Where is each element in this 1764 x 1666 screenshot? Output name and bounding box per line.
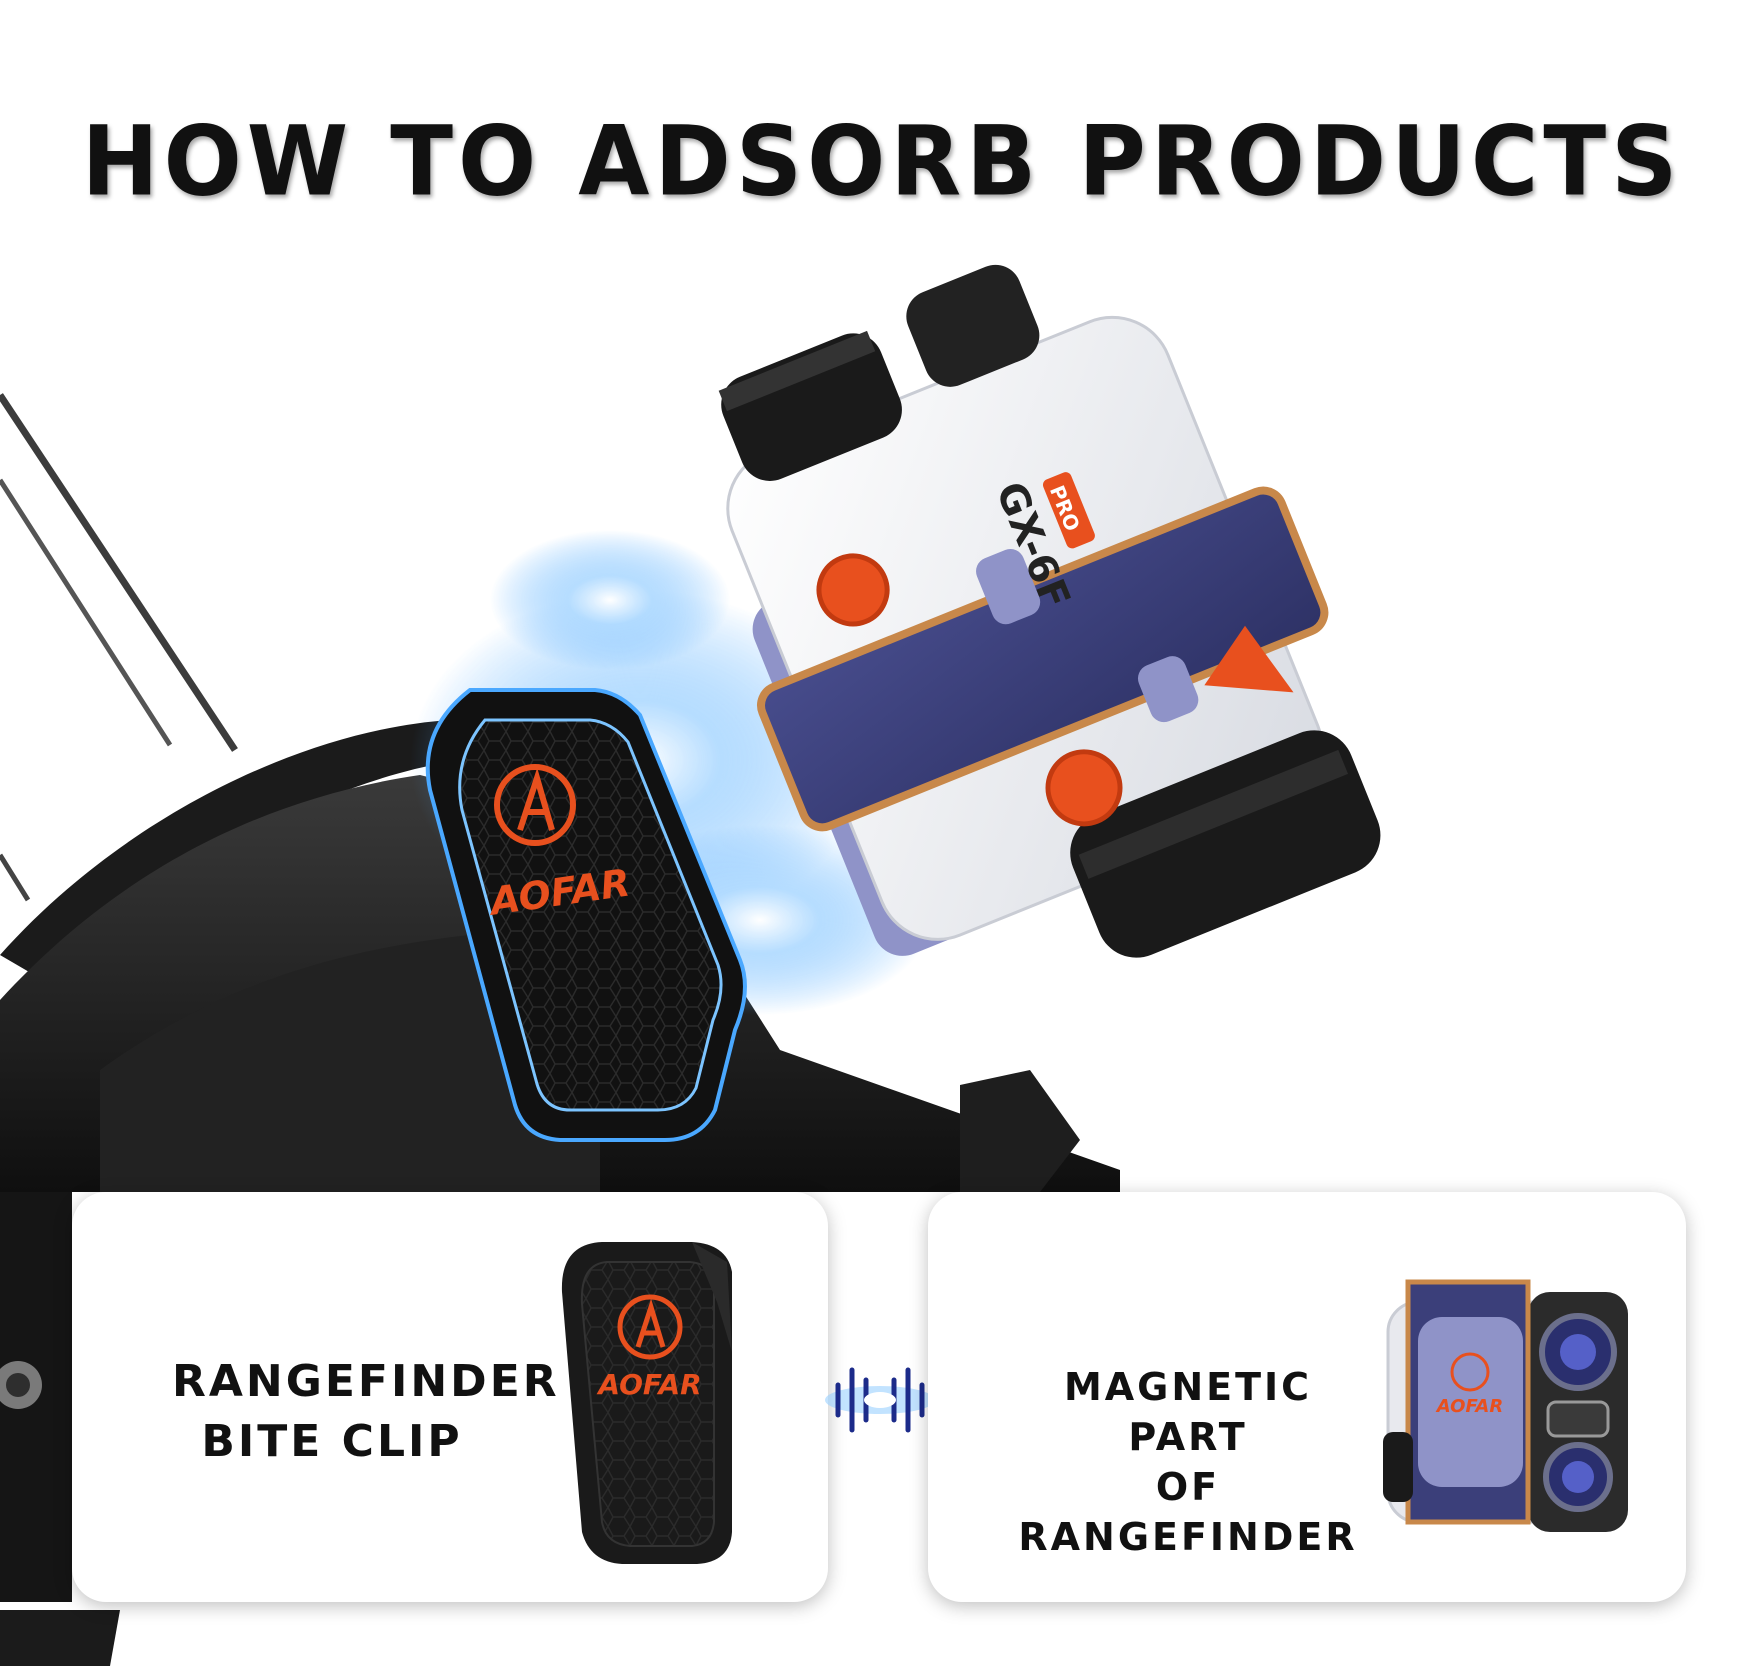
cart-rails <box>0 393 238 902</box>
bite-clip-image: AOFAR <box>561 1242 732 1564</box>
magnetic-connector-icon <box>825 1367 935 1433</box>
rangefinder-device: GX-6F PRO <box>718 264 1381 958</box>
card-bite-clip: RANGEFINDER BITE CLIP AOFAR <box>72 1192 828 1602</box>
card-magnetic-part: MAGNETIC PART OF RANGEFINDER AOFAR <box>928 1192 1686 1602</box>
magnetic-part-brand-text: AOFAR <box>1435 1396 1503 1417</box>
bite-clip-brand-text: AOFAR <box>596 1368 701 1401</box>
card-bite-clip-line2: BITE CLIP <box>201 1416 463 1467</box>
page-title: HOW TO ADSORB PRODUCTS <box>81 105 1683 218</box>
magnetic-rangefinder-image: AOFAR <box>1383 1279 1628 1532</box>
card-magnetic-part-line1: MAGNETIC PART <box>1063 1365 1313 1459</box>
card-bite-clip-line1: RANGEFINDER <box>172 1356 560 1407</box>
card-magnetic-part-label: MAGNETIC PART OF RANGEFINDER <box>998 1362 1378 1562</box>
card-magnetic-part-line2: OF RANGEFINDER <box>1018 1465 1358 1559</box>
magnetic-clip-pad: AOFAR <box>425 688 747 1142</box>
card-bite-clip-label: RANGEFINDER BITE CLIP <box>172 1352 560 1472</box>
